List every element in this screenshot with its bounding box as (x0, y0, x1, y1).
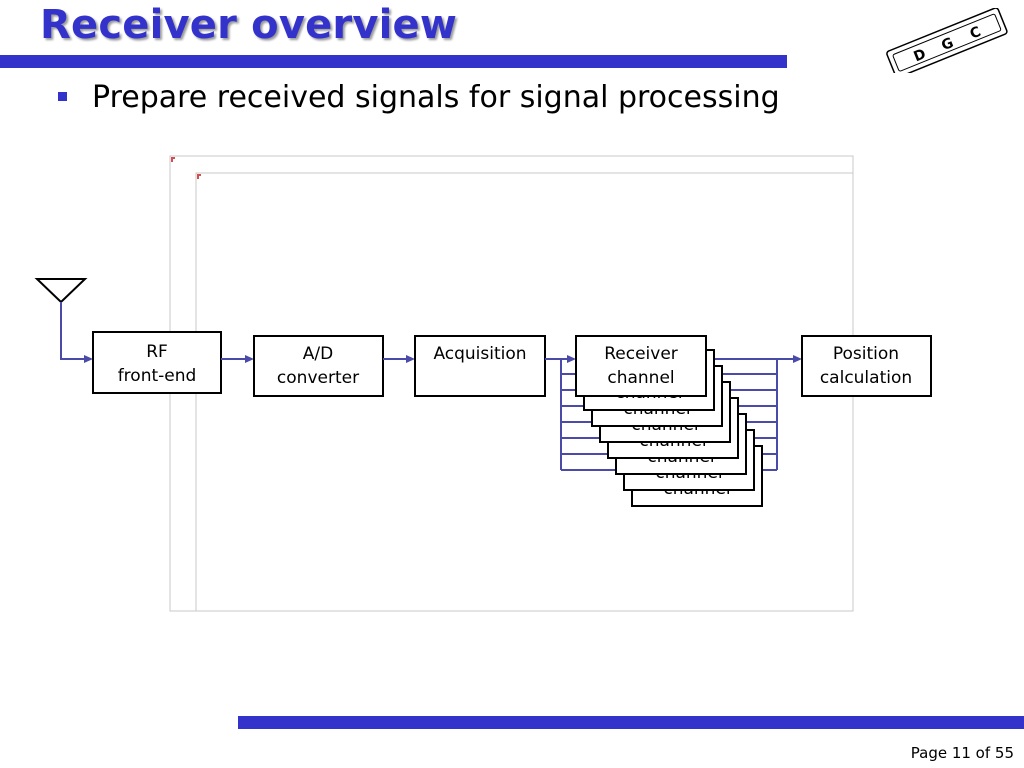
rf-label-line2: front-end (118, 366, 197, 386)
ad-converter-block: A/D converter (253, 335, 384, 397)
bullet-square-icon (58, 92, 67, 101)
channel-block-stack: channel channel channel channel channel … (575, 335, 763, 507)
receiver-channel-label-line1: Receiver (604, 344, 678, 364)
logo-letter-g: G (939, 35, 956, 54)
position-label-line2: calculation (820, 368, 912, 388)
acquisition-block: Acquisition (414, 335, 546, 397)
page-number: Page 11 of 55 (910, 744, 1014, 762)
rf-label-line1: RF (146, 342, 168, 362)
bullet-text: Prepare received signals for signal proc… (92, 80, 780, 115)
frame-marker-icon (171, 157, 175, 162)
ad-label-line1: A/D (303, 344, 333, 364)
ad-label-line2: converter (277, 368, 359, 388)
arrow-icon (406, 355, 415, 363)
position-label-line1: Position (833, 344, 899, 364)
acquisition-label: Acquisition (433, 344, 526, 364)
logo-letter-d: D (911, 46, 928, 65)
receiver-channel-label-line2: channel (607, 368, 674, 388)
arrow-icon (245, 355, 254, 363)
position-calculation-block: Position calculation (801, 335, 932, 397)
slide-title: Receiver overview (40, 2, 458, 48)
title-underline-bar (0, 55, 787, 68)
rf-front-end-block: RF front-end (92, 331, 222, 394)
antenna-icon (34, 278, 88, 360)
dgc-logo-icon: D G C (886, 8, 1008, 73)
arrow-icon (84, 355, 93, 363)
footer-bar (238, 716, 1024, 729)
arrow-icon (567, 355, 576, 363)
frame-marker-icon (197, 174, 201, 179)
receiver-channel-block: Receiver channel (575, 335, 707, 397)
arrow-icon (793, 355, 802, 363)
